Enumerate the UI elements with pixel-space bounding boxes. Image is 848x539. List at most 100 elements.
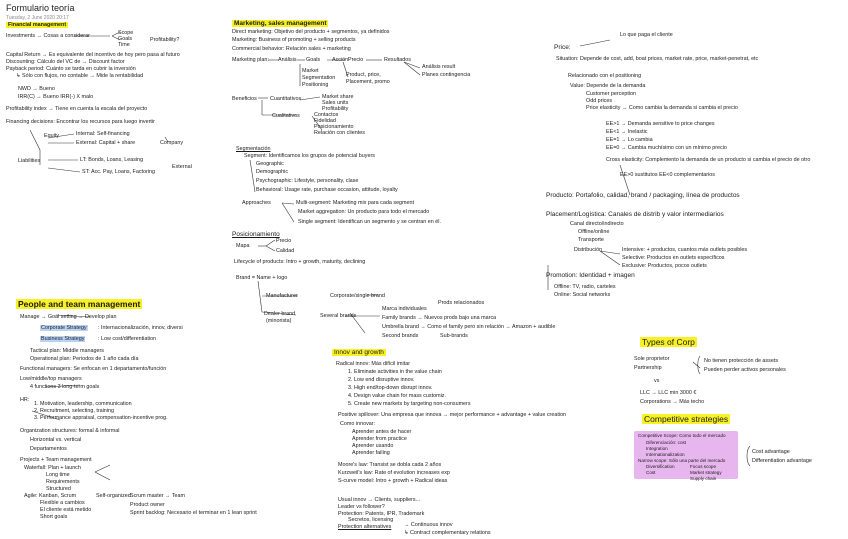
kurzweil-law: Kurzweil's law: Rate of evolution increa… — [338, 470, 450, 476]
capital-return-line: Capital Return → Es equivalente del ince… — [6, 52, 180, 58]
plan-step: Análisis — [278, 57, 297, 63]
quant-item: Market share — [322, 94, 354, 100]
mapa-calidad: Calidad — [276, 248, 295, 254]
payback-line: Payback period: Cuánto se tarda en cubri… — [6, 66, 136, 72]
seg-item: Psychographic: Lifestyle, personality, c… — [256, 178, 359, 184]
moores-law: Moore's law: Transist se dobla cada 2 añ… — [338, 462, 442, 468]
plan-label: Marketing plan: — [232, 57, 269, 63]
protection-secrets: Secretos, licensing — [348, 517, 394, 523]
waterfall-item: Long time — [46, 472, 70, 478]
bus-strategy-text: : Low cost/differentiation — [98, 336, 157, 342]
scrum-line: Scrum master → Team — [130, 493, 186, 499]
placement-promo: Placement, promo — [346, 79, 390, 85]
equity-label: Equity — [44, 133, 59, 139]
corp-vs: vs — [654, 378, 660, 384]
plan-positioning: Positioning — [302, 82, 329, 88]
contract-relations: ↳ Contract complementary relations — [404, 530, 491, 536]
continuous-innov: → Continuous innov — [404, 522, 453, 528]
org-line: Organization structures: formal & inform… — [20, 428, 120, 434]
self-org-label: Self-organized — [96, 493, 131, 499]
corp-partnership: Partnership — [634, 365, 662, 371]
elastic-item: EE=1 → Lo cambia — [606, 137, 653, 143]
comp-item-b: Diversification — [646, 464, 675, 469]
offline-online: Offline/online — [578, 229, 610, 235]
heading-innov: Innov and growth — [332, 349, 386, 356]
protection-alternatives: Protection alternatives — [338, 524, 392, 530]
comp-item-a: Diferenciación: cost — [646, 440, 687, 445]
value-item: Price elasticity → Como cambia la demand… — [586, 105, 738, 111]
dist-item: Intensive: + productos, cuantos más outl… — [622, 247, 748, 253]
qual-item: Posicionamiento — [314, 124, 354, 130]
comp-item-b: Focus scope — [690, 464, 717, 469]
payback-note: ↳ Sólo con flujos, no contable → Mide la… — [16, 73, 144, 79]
financing-line: Financing decisions: Encontrar los recur… — [6, 119, 155, 125]
comp-item-b: Supply chain — [690, 476, 717, 481]
radical-line: Radical innov: Más difícil imitar — [336, 361, 410, 367]
product-owner-line: Product owner — [130, 502, 165, 508]
como-item: Aprender from practice — [352, 436, 407, 442]
canal-line: Canal directo/indirecto — [570, 221, 624, 227]
promo-online: Online: Social networks — [554, 292, 611, 298]
page-date: Tuesday, 2 June 2020 20:17 — [6, 15, 69, 21]
comp-item-a: Internationalization — [646, 452, 685, 457]
plan-step: Resultados — [384, 57, 411, 63]
elastic-item: EE=0 → Cambia muchísimo con un mínimo pr… — [606, 145, 727, 151]
radical-item: 3. High end/top-down disrupt innov. — [348, 385, 433, 391]
corp-no-tienen: No tienen protección de assets — [704, 358, 779, 364]
plan-step: Acción — [332, 57, 349, 63]
direct-marketing-line: Direct marketing: Objetivo del producto … — [232, 29, 390, 35]
quantitative-label: Cuantitativos — [270, 96, 302, 102]
plan-step: Goals — [306, 57, 321, 63]
promotion-line: Promotion: Identidad + imagen — [546, 272, 635, 279]
plan-segmentation: Segmentation — [302, 75, 336, 81]
analysis-result: Análisis result — [422, 64, 456, 70]
hr-item: 2. Recruitment, selecting, training — [34, 408, 114, 414]
radical-item: 1. Eliminate activities in the value cha… — [348, 369, 442, 375]
lifecycle-line: Lifecycle of products: Intro + growth, m… — [234, 259, 366, 265]
approach-single: Single segment: Identifican un segmento … — [298, 219, 441, 225]
price-note: Lo que paga el cliente — [620, 32, 673, 38]
brand-item: Marca individuales — [382, 306, 427, 312]
corp-pueden: Pueden perder activos personales — [704, 367, 786, 373]
inv-item: Scope — [118, 30, 134, 36]
brand-item: Family brands → Nuevos prods bajo una ma… — [382, 315, 497, 321]
managers-line: Low/middle/top managers — [20, 376, 82, 382]
como-innovar: Como innovar: — [340, 421, 376, 427]
agile-line-2: Flexible a cambios — [40, 500, 85, 506]
approach-multi: Multi-segment: Marketing mix para cada s… — [296, 200, 415, 206]
heading-financial-management: Financial management — [6, 22, 69, 29]
seg-item: Geographic — [256, 161, 284, 167]
relacionado-line: Relacionado con el positioning — [568, 73, 642, 79]
cost-advantage: Cost advantage — [752, 449, 790, 455]
brand-item: Sub-brands — [440, 333, 468, 339]
inv-item: Time — [118, 42, 130, 48]
bus-strategy-label: Business Strategy — [40, 336, 86, 343]
irr-line: IRR(C) → Bueno IRR(-) X malo — [18, 94, 94, 100]
functions-line: 4 functions 3 long-term goals — [30, 384, 100, 390]
seg-item: Behavioral: Usage rate, purchase occasio… — [256, 187, 398, 193]
promo-offline: Offline: TV, radio, carteles — [554, 284, 616, 290]
usual-innov: Usual innov → Clients, suppliers... — [338, 497, 421, 503]
value-line: Value: Depende de la demanda — [570, 83, 646, 89]
price-heading: Price: — [554, 44, 571, 51]
plan-step: Precio — [348, 57, 364, 63]
dist-item: Selective: Productos en outlets específi… — [622, 255, 725, 261]
external-label: External — [172, 164, 192, 170]
radical-item: 5. Create new markets by targeting non-c… — [348, 401, 471, 407]
plan-contingency: Planes contingencia — [422, 72, 471, 78]
elastic-item: EE<1 → Inelastic — [606, 129, 648, 135]
approaches-label: Approaches — [242, 200, 271, 206]
dist-item: Exclusive: Productos, pocos outlets — [622, 263, 707, 269]
qual-item: Fidelidad — [314, 118, 336, 124]
org-line-2: Horizontal vs. vertical — [30, 437, 82, 443]
value-item: Odd prices — [586, 98, 613, 104]
distribucion: Distribución — [574, 247, 603, 253]
profitability-line: Profitability index → Tiene en cuenta la… — [6, 106, 148, 112]
qualitative-label: Cualitativos — [272, 113, 300, 119]
positive-spillover: Positive spillover: Una empresa que inno… — [338, 412, 567, 418]
dealer-label: Dealer brand — [264, 311, 296, 317]
waterfall-item: Structured — [46, 486, 71, 492]
seg-item: Demographic — [256, 169, 289, 175]
placement-line: Placement/Logística: Canales de distrib … — [546, 211, 724, 218]
plan-market: Market — [302, 68, 319, 74]
